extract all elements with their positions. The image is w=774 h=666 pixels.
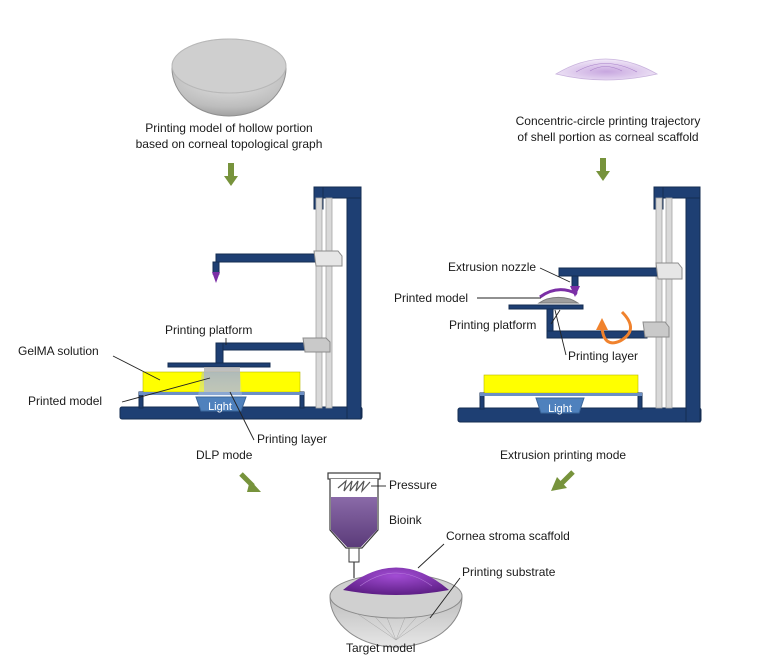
extrusion-nozzle-label: Extrusion nozzle xyxy=(448,260,536,274)
ext-printing-platform xyxy=(508,304,584,310)
down-arrow-right xyxy=(596,158,610,181)
syringe xyxy=(327,472,381,578)
ext-light xyxy=(535,397,585,414)
top-right-caption-line1: Concentric-circle printing trajectory xyxy=(516,114,701,128)
substrate-label: Printing substrate xyxy=(462,565,556,579)
ext-platform-label: Printing platform xyxy=(449,318,536,332)
ext-upper-arm xyxy=(558,267,663,277)
pressure-label: Pressure xyxy=(389,478,437,492)
ext-upper-carriage xyxy=(655,262,683,280)
dlp-light-label: Light xyxy=(208,401,232,413)
diagonal-arrow-left xyxy=(239,472,261,492)
top-right-caption-line2: of shell portion as corneal scaffold xyxy=(517,130,698,144)
cornea-stroma-scaffold xyxy=(343,567,449,595)
gelma-label: GelMA solution xyxy=(18,344,99,358)
dlp-mode-label: DLP mode xyxy=(196,448,253,462)
ext-mode-label: Extrusion printing mode xyxy=(500,448,626,462)
dlp-column xyxy=(346,189,362,420)
dlp-lower-carriage xyxy=(302,337,331,353)
pressure-spring-icon xyxy=(337,479,371,494)
hollow-dome-model xyxy=(171,38,287,117)
bioink-label: Bioink xyxy=(389,513,423,527)
target-dome xyxy=(329,567,463,648)
ext-vat xyxy=(483,374,639,394)
trajectory-lens xyxy=(554,58,659,81)
top-left-caption-line1: Printing model of hollow portion xyxy=(145,121,312,135)
dlp-light xyxy=(195,396,247,412)
ext-lower-carriage xyxy=(642,321,670,338)
target-model-label: Target model xyxy=(346,641,415,655)
dlp-upper-carriage xyxy=(313,250,343,267)
ext-printing-layer-label: Printing layer xyxy=(568,349,638,363)
dlp-upper-arm xyxy=(215,253,325,263)
dlp-printed-model-label: Printed model xyxy=(28,394,102,408)
rotation-arrow-icon xyxy=(600,310,632,345)
ext-printed-model xyxy=(537,296,580,304)
ext-column xyxy=(685,189,701,423)
top-left-caption-line2: based on corneal topological graph xyxy=(136,137,323,151)
dlp-printing-platform xyxy=(167,362,271,368)
ext-light-label: Light xyxy=(548,403,572,415)
scaffold-label: Cornea stroma scaffold xyxy=(446,529,570,543)
dlp-printer: Light xyxy=(119,186,363,420)
diagonal-arrow-right xyxy=(551,470,575,491)
extrusion-printer: Light xyxy=(457,186,702,423)
dlp-printing-layer-label: Printing layer xyxy=(257,432,327,446)
dlp-platform-label: Printing platform xyxy=(165,323,252,337)
down-arrow-left xyxy=(224,163,238,186)
dlp-nozzle-icon xyxy=(212,272,220,283)
ext-printed-model-label: Printed model xyxy=(394,291,468,305)
